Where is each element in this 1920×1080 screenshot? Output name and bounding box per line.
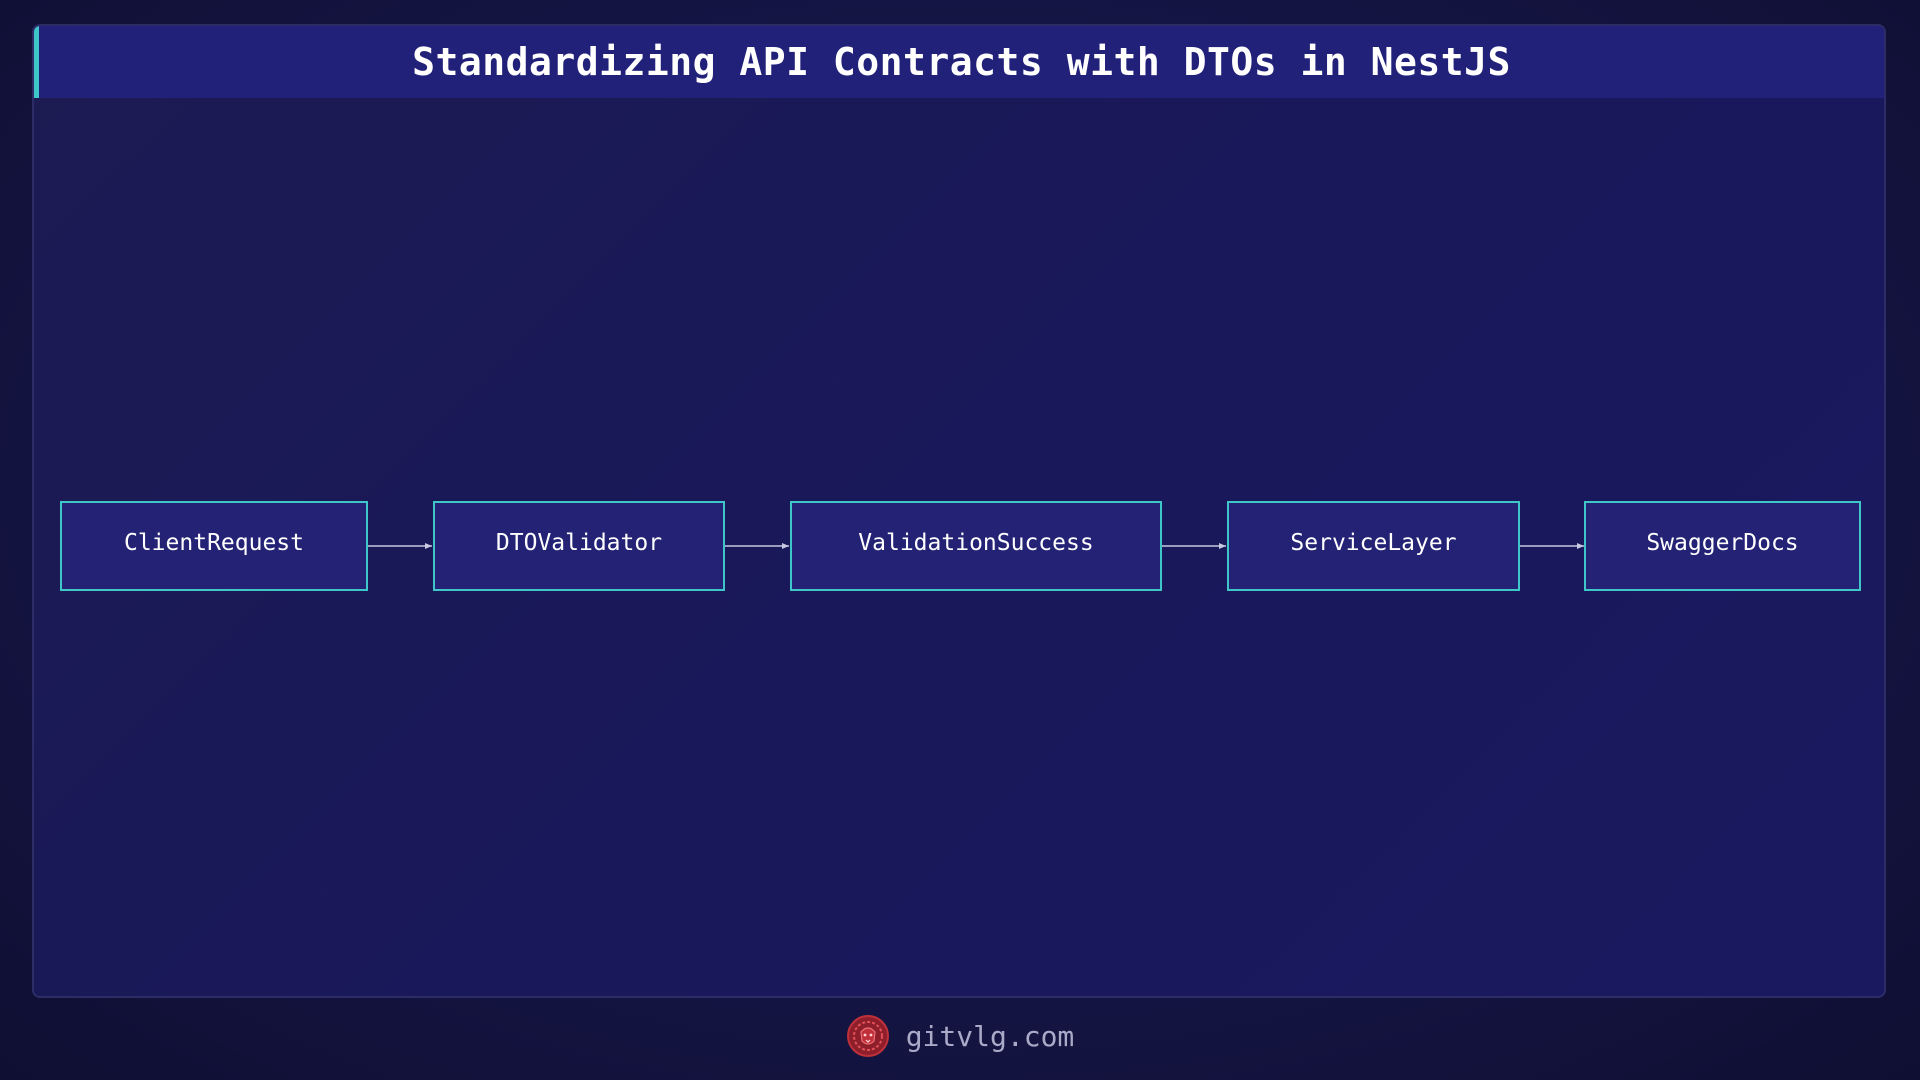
node-validation-success: ValidationSuccess — [790, 501, 1162, 591]
node-dto-validator: DTOValidator — [433, 501, 725, 591]
node-client-request: ClientRequest — [60, 501, 368, 591]
node-label: ServiceLayer — [1290, 530, 1457, 556]
node-service-layer: ServiceLayer — [1227, 501, 1520, 591]
node-swagger-docs: SwaggerDocs — [1584, 501, 1861, 591]
footer-site-text: gitvlg.com — [905, 1019, 1075, 1053]
node-label: ClientRequest — [123, 530, 304, 556]
node-label: SwaggerDocs — [1646, 530, 1799, 556]
page-title: Standardizing API Contracts with DTOs in… — [412, 40, 1511, 84]
node-label: DTOValidator — [495, 530, 663, 556]
title-bar: Standardizing API Contracts with DTOs in… — [34, 26, 1884, 98]
footer: gitvlg.com — [0, 1010, 1920, 1062]
node-label: ValidationSuccess — [858, 530, 1094, 556]
lion-head-logo-icon — [846, 1015, 889, 1057]
